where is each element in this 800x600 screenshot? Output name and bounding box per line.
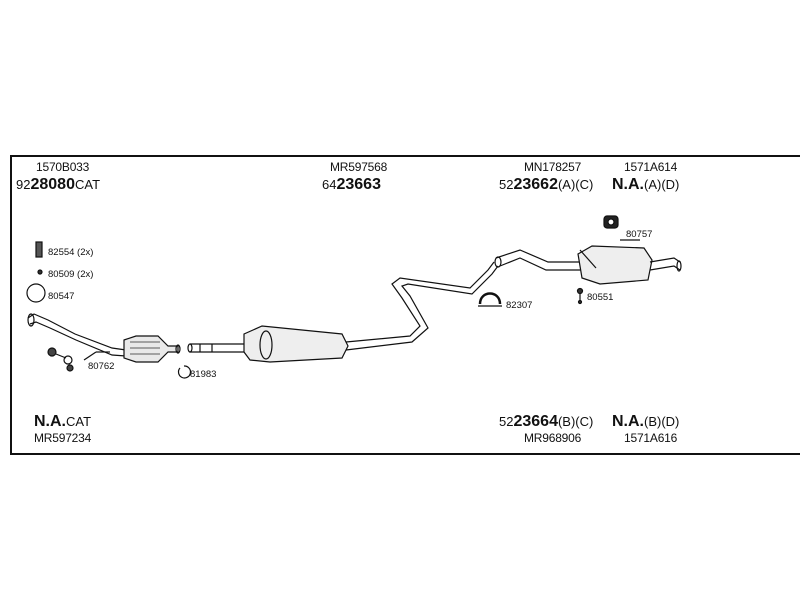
small-part-label: 80551	[587, 292, 614, 303]
clamp-icon	[47, 347, 110, 372]
gasket-icon	[177, 365, 192, 379]
part-code-label: 6423663	[322, 176, 381, 193]
part-id-label: MN178257	[524, 160, 582, 174]
frame-left-line	[10, 155, 12, 455]
bolt-icon	[37, 269, 43, 275]
hanger-icon	[478, 292, 502, 307]
rear-pipe	[494, 249, 582, 271]
small-part-label: 80547	[48, 291, 75, 302]
connecting-pipe	[345, 261, 499, 351]
small-part-label: 81983	[190, 369, 217, 380]
small-part-label: 82554 (2x)	[48, 247, 94, 258]
part-code-label: N.A.(B)(D)	[612, 413, 680, 430]
part-id-label: 1571A616	[624, 431, 678, 445]
gasket-ring-icon	[26, 283, 46, 303]
bolt-icon	[576, 287, 584, 305]
part-code-label: 5223662(A)(C)	[499, 176, 594, 193]
small-part-label: 82307	[506, 300, 533, 311]
frame-bottom-line	[10, 453, 800, 455]
small-part-label: 80757	[626, 229, 653, 240]
part-id-label: MR968906	[524, 431, 582, 445]
part-id-label: MR597234	[34, 431, 92, 445]
part-code-label: N.A.CAT	[34, 413, 92, 430]
part-id-label: 1570B033	[36, 160, 90, 174]
catalytic-converter	[123, 335, 181, 363]
part-code-label: N.A.(A)(D)	[612, 176, 680, 193]
tail-pipe	[649, 257, 682, 272]
middle-muffler	[243, 325, 349, 363]
small-part-label: 80762	[88, 361, 115, 372]
intermediate-pipe	[187, 343, 246, 353]
small-part-label: 80509 (2x)	[48, 269, 94, 280]
bracket-icon	[35, 241, 43, 258]
part-code-label: 9228080CAT	[16, 176, 101, 193]
front-pipe	[27, 313, 127, 357]
frame-top-line	[10, 155, 800, 157]
rear-muffler	[577, 245, 653, 285]
part-id-label: MR597568	[330, 160, 388, 174]
rubber-mount-icon	[603, 215, 640, 241]
part-code-label: 5223664(B)(C)	[499, 413, 594, 430]
part-id-label: 1571A614	[624, 160, 678, 174]
